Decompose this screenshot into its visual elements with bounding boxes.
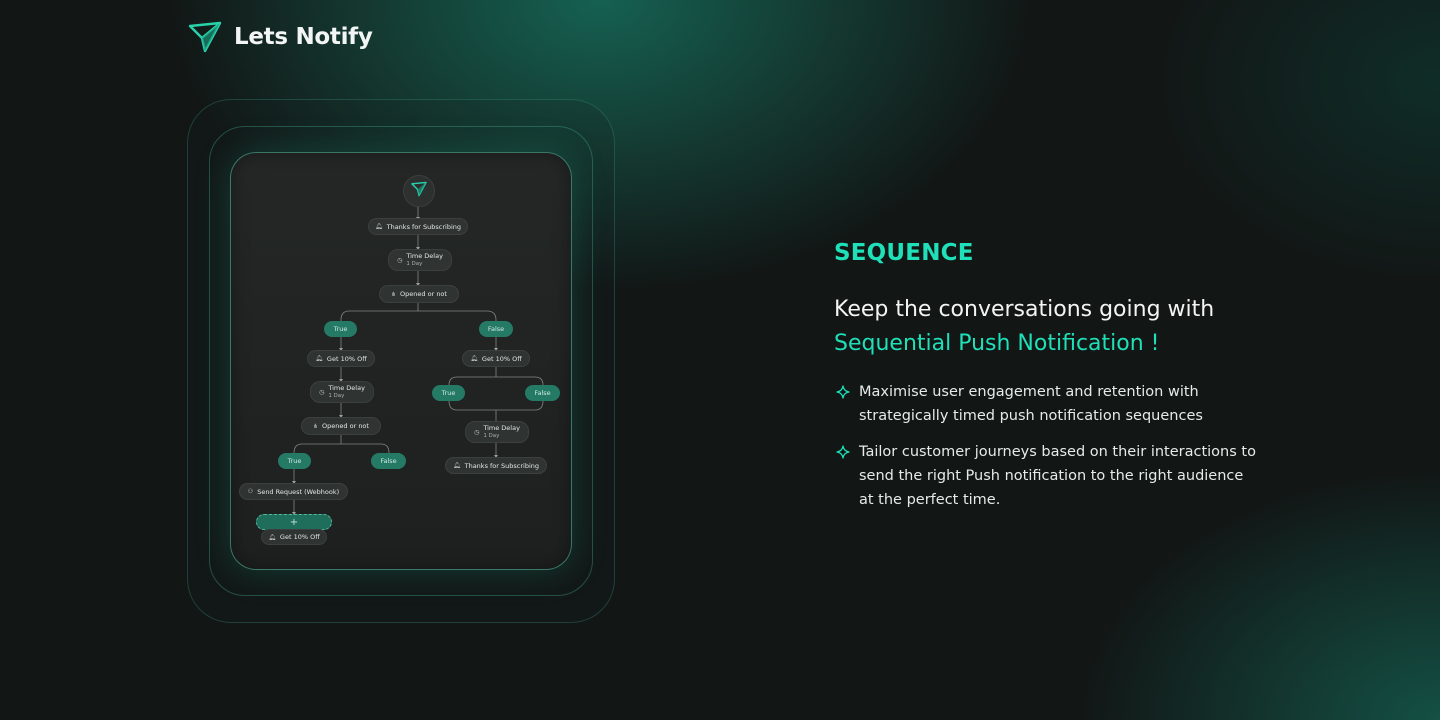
bell-icon: 🔔︎: [315, 355, 323, 362]
clock-icon: ◷: [319, 388, 325, 396]
bell-icon: 🔔︎: [268, 533, 276, 541]
send-webhook-node[interactable]: ⚇ Send Request (Webhook): [239, 483, 348, 500]
add-step-button[interactable]: +: [256, 514, 332, 530]
feature-item: Maximise user engagement and retention w…: [836, 380, 1256, 428]
heading-line: Keep the conversations going with: [834, 297, 1215, 322]
false-branch-pill[interactable]: False: [479, 321, 513, 337]
clock-icon: ◷: [397, 256, 403, 264]
opened-or-not-node[interactable]: ⋔ Opened or not: [379, 285, 459, 303]
sparkle-icon: [836, 383, 850, 399]
get-offer-node[interactable]: 🔔︎ Get 10% Off: [261, 529, 327, 545]
brand-name: Lets Notify: [234, 24, 373, 50]
middle-frame: [209, 126, 593, 596]
false-branch-pill[interactable]: False: [525, 385, 560, 401]
feature-text: Tailor customer journeys based on their …: [859, 444, 1256, 508]
heading-highlight: Sequential Push Notification !: [834, 331, 1160, 356]
clock-icon: ◷: [474, 428, 480, 436]
brand-logo[interactable]: Lets Notify: [188, 20, 373, 54]
feature-text: Maximise user engagement and retention w…: [859, 384, 1203, 424]
feature-item: Tailor customer journeys based on their …: [836, 440, 1256, 512]
flow-start-node[interactable]: [403, 175, 435, 207]
section-eyebrow: SEQUENCE: [834, 240, 974, 266]
webhook-icon: ⚇: [247, 488, 254, 495]
bell-icon: 🔔︎: [470, 355, 478, 362]
true-branch-pill[interactable]: True: [278, 453, 311, 469]
feature-list: Maximise user engagement and retention w…: [836, 380, 1256, 524]
get-offer-node[interactable]: 🔔︎ Get 10% Off: [462, 350, 530, 367]
bell-icon: 🔔︎: [452, 462, 461, 469]
branch-icon: ⋔: [313, 422, 319, 430]
paper-plane-icon: [411, 181, 427, 201]
sparkle-icon: [836, 443, 850, 459]
true-branch-pill[interactable]: True: [324, 321, 357, 337]
opened-or-not-node[interactable]: ⋔ Opened or not: [301, 417, 381, 435]
paper-plane-icon: [188, 20, 222, 54]
flow-connectors: [292, 205, 544, 530]
bell-icon: 🔔︎: [374, 223, 383, 230]
false-branch-pill[interactable]: False: [371, 453, 406, 469]
get-offer-node[interactable]: 🔔︎ Get 10% Off: [307, 350, 375, 367]
thanks-for-subscribing-node[interactable]: 🔔︎ Thanks for Subscribing: [368, 218, 468, 235]
true-branch-pill[interactable]: True: [432, 385, 465, 401]
section-heading: Keep the conversations going with Sequen…: [834, 293, 1214, 361]
branch-icon: ⋔: [391, 290, 397, 298]
thanks-for-subscribing-node[interactable]: 🔔︎ Thanks for Subscribing: [445, 457, 547, 474]
